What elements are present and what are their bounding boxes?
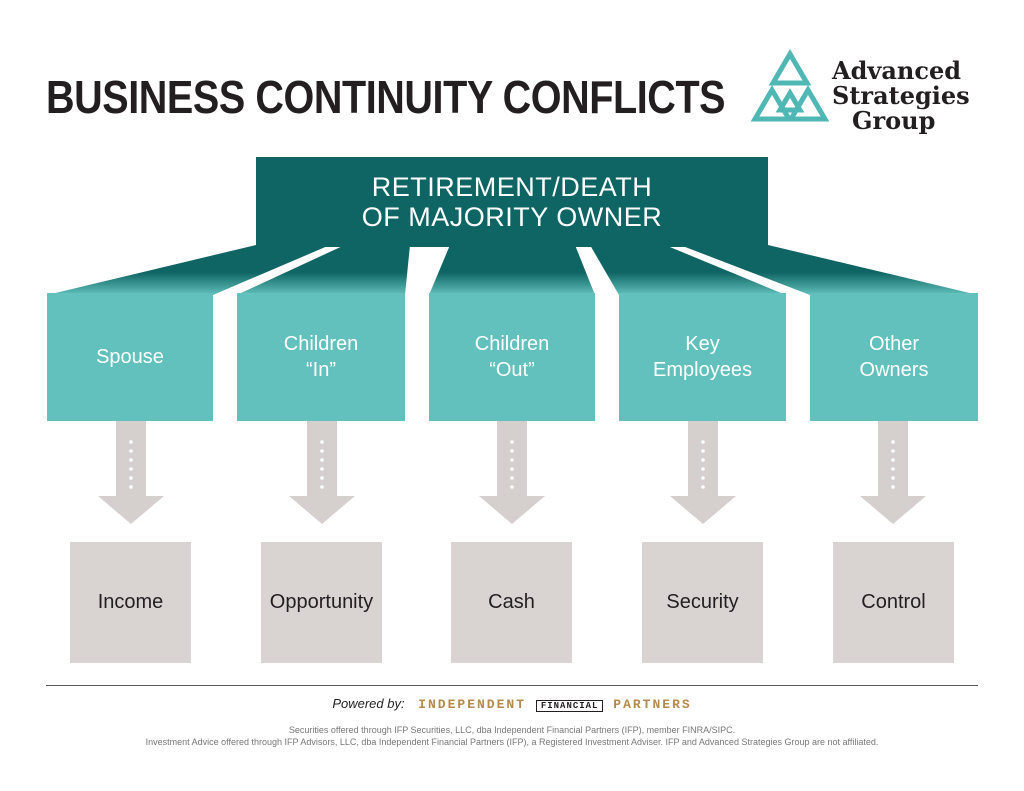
stakeholder-box-key-employees [619, 293, 786, 421]
connector-spouse [47, 245, 330, 295]
ifp-logo-right: PARTNERS [613, 697, 692, 712]
top-box [256, 157, 768, 247]
stakeholder-label-spouse: Spouse [47, 293, 213, 421]
connector-children-out [429, 245, 595, 295]
powered-by-line: Powered by: INDEPENDENT FINANCIAL PARTNE… [0, 696, 1024, 712]
outcome-box-opportunity: Opportunity [261, 542, 382, 663]
disclaimer-line-1: Securities offered through IFP Securitie… [288, 725, 736, 735]
stakeholder-label-line: “Out” [489, 359, 535, 381]
stakeholder-box-children-out [429, 293, 595, 421]
ifp-logo: INDEPENDENT FINANCIAL PARTNERS [418, 697, 691, 712]
powered-by-label: Powered by: [332, 696, 405, 711]
connector-other-owners [680, 245, 978, 295]
stakeholder-box-other-owners [810, 293, 978, 421]
stakeholder-label-line: “In” [305, 359, 336, 381]
arrow-down-icon [98, 421, 164, 524]
arrow-dots [129, 440, 895, 489]
stakeholder-box-children-in [237, 293, 405, 421]
triangle-logo-icon [750, 49, 830, 122]
stakeholder-label-children-out: Children “Out” [429, 293, 595, 421]
stakeholder-label-line: Children [474, 333, 550, 355]
logo-line-1: Advanced [832, 56, 962, 85]
outcome-box-cash: Cash [451, 542, 572, 663]
ifp-logo-left: INDEPENDENT [418, 697, 527, 712]
arrow-down-icon [860, 421, 926, 524]
logo-line-3: Group [852, 106, 936, 135]
stakeholder-label-line: Owners [859, 359, 929, 381]
ifp-logo-mid: FINANCIAL [535, 700, 604, 712]
logo-line-2: Strategies [832, 81, 970, 110]
stakeholder-box-spouse [47, 293, 213, 421]
disclaimer-line-2: Investment Advice offered through IFP Ad… [145, 737, 879, 747]
page-title: BUSINESS CONTINUITY CONFLICTS [46, 71, 726, 123]
stakeholder-label-line: Key [685, 333, 720, 355]
top-box-line-1: RETIREMENT/DEATH [371, 172, 653, 202]
connector-children-in-b [237, 245, 410, 295]
stakeholder-label-line: Other [868, 333, 920, 355]
outcome-box-security: Security [642, 542, 763, 663]
connector-key-employees [590, 245, 786, 295]
footer-divider [46, 685, 978, 686]
outcome-box-control: Control [833, 542, 954, 663]
arrow-down-icon [670, 421, 736, 524]
stakeholder-label-children-in: Children “In” [237, 293, 405, 421]
arrow-down-icon [289, 421, 355, 524]
arrow-down-icon [479, 421, 545, 524]
stakeholder-label-line: Children [283, 333, 359, 355]
advanced-strategies-logo: Advanced Strategies Group [750, 48, 990, 138]
stakeholder-label-line: Employees [653, 359, 752, 381]
stakeholder-label-line: Spouse [96, 346, 164, 368]
top-box-line-2: OF MAJORITY OWNER [361, 202, 663, 232]
outcome-box-income: Income [70, 542, 191, 663]
top-box-label: RETIREMENT/DEATH OF MAJORITY OWNER [256, 172, 768, 232]
